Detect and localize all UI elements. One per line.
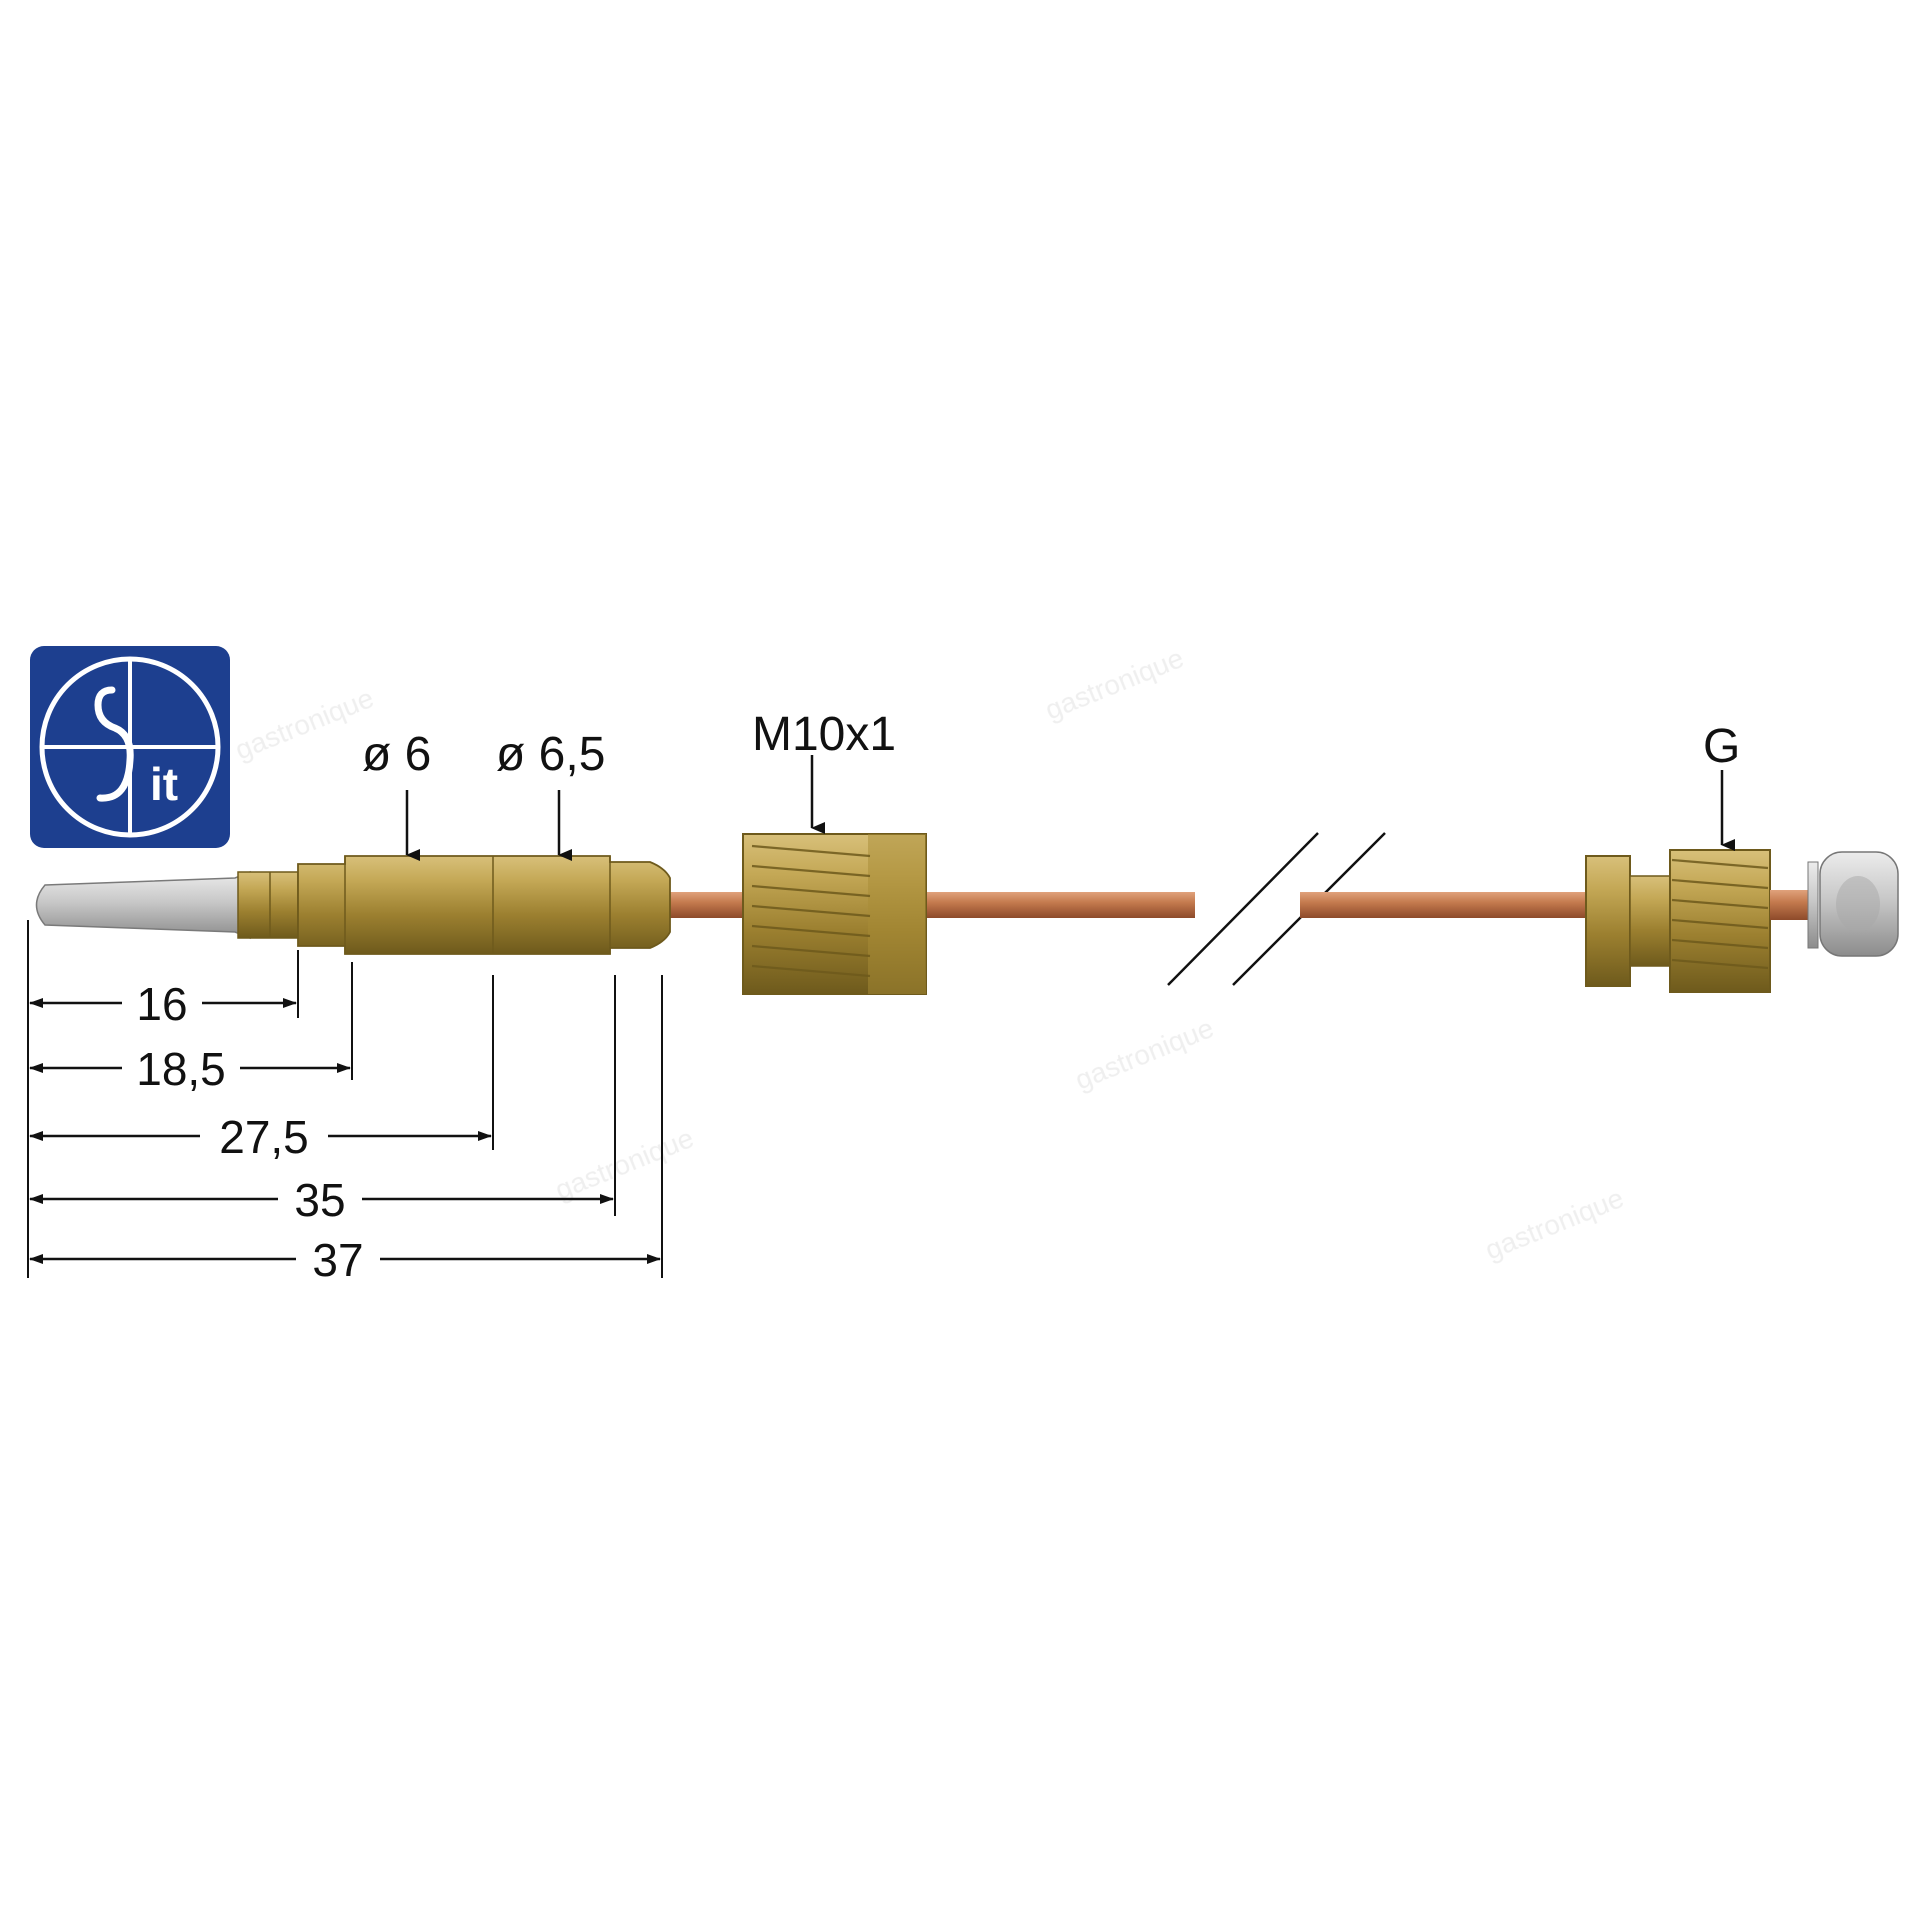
watermark-text: gastronique: [231, 682, 378, 766]
leader-arrows: [405, 755, 1735, 861]
dimension-18-5: 18,5: [136, 1043, 226, 1095]
dimension-35: 35: [294, 1174, 345, 1226]
watermark-text: gastronique: [1041, 642, 1188, 726]
diameter-body-label: ø 6,5: [496, 728, 605, 781]
watermark-text: gastronique: [1481, 1182, 1628, 1266]
dimension-37: 37: [312, 1234, 363, 1286]
g-connector: [1585, 849, 1899, 993]
diameter-tip-label: ø 6: [362, 728, 431, 781]
thermocouple-body: [297, 855, 671, 955]
dimension-27-5: 27,5: [219, 1111, 309, 1163]
sit-logo: it: [30, 646, 230, 848]
watermark-text: gastronique: [1071, 1012, 1218, 1096]
m10-nut: [742, 833, 927, 995]
dimension-16: 16: [136, 978, 187, 1030]
sensing-tip: [35, 870, 299, 940]
extension-lines: [27, 920, 663, 1278]
top-labels: ø 6 ø 6,5 M10x1 G: [362, 708, 1740, 781]
watermark-text: gastronique: [551, 1122, 698, 1206]
thread-g-label: G: [1703, 720, 1740, 773]
svg-text:it: it: [150, 758, 178, 810]
copper-tube-right: [1300, 892, 1600, 918]
dimension-values: 16 18,5 27,5 35 37: [122, 978, 380, 1286]
thread-m10-label: M10x1: [752, 708, 896, 761]
